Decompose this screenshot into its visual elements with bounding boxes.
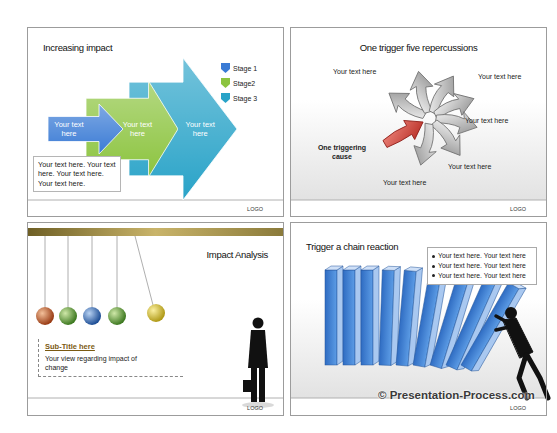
panel-title: One trigger five repercussions xyxy=(360,42,478,53)
footer-line xyxy=(291,200,546,201)
text-holder: One trigger five repercussions xyxy=(291,42,546,53)
legend-text: Stage 1 xyxy=(233,65,257,72)
repercussion-label: Your text here xyxy=(448,163,491,170)
pendulum-strings xyxy=(45,236,153,307)
repercussion-label: Your text here xyxy=(478,73,521,80)
text-holder: Sub-Title here xyxy=(45,342,177,351)
silhouette-head xyxy=(505,307,517,319)
arrow-text: Your text here xyxy=(120,120,156,139)
bullet-dot xyxy=(432,274,435,277)
copyright-watermark: © Presentation-Process.com xyxy=(378,389,535,401)
repercussion-label: Your text here xyxy=(333,68,376,75)
text-holder: LOGO xyxy=(510,405,526,411)
panel-title: Increasing impact xyxy=(43,42,112,53)
pendulum-ball xyxy=(59,307,77,325)
bullet-dot xyxy=(432,255,435,258)
trigger-arrow xyxy=(379,112,428,153)
bullet-text: Your text here. Your text here xyxy=(438,272,526,279)
arrow-shape xyxy=(48,104,123,154)
pendulum-bar xyxy=(28,228,283,236)
silhouette-body xyxy=(503,318,533,358)
legend-row: Stage2 xyxy=(221,78,255,88)
text-holder: Your text here. Your text here. Your tex… xyxy=(38,160,116,188)
swatch-shape xyxy=(221,63,230,73)
repercussion-label: Your text here xyxy=(465,117,508,124)
body-text: Your view regarding impact of change xyxy=(45,355,137,371)
businessman-silhouette xyxy=(243,318,268,403)
arrow-fill xyxy=(129,58,237,200)
legend-text: Stage 3 xyxy=(233,95,257,102)
domino xyxy=(325,266,343,365)
cause-label: One triggering cause xyxy=(312,143,372,161)
silhouette-head xyxy=(253,318,264,329)
legend-swatch xyxy=(221,93,230,103)
text-box: Your text here. Your text here. Your tex… xyxy=(33,156,121,192)
subtitle-text: Sub-Title here xyxy=(45,342,95,351)
legend-swatch xyxy=(221,78,230,88)
bullet-dot xyxy=(432,265,435,268)
pendulum-ball xyxy=(83,307,101,325)
legend-swatch xyxy=(221,63,230,73)
slide-panel: One trigger five repercussionsLOGO xyxy=(290,27,547,217)
footer-line xyxy=(28,200,283,201)
legend-text: Stage2 xyxy=(233,80,255,87)
swatch-shape xyxy=(221,78,230,88)
pendulum-ball xyxy=(108,307,126,325)
silhouette-leg xyxy=(259,367,265,402)
logo-text: LOGO xyxy=(247,206,263,212)
text-holder: LOGO xyxy=(247,206,263,212)
subtitle-box: Sub-Title hereYour view regarding impact… xyxy=(38,339,183,377)
silhouette-briefcase xyxy=(243,380,251,392)
pendulum-string xyxy=(135,236,153,305)
pendulum-ball xyxy=(36,307,54,325)
pendulum-string xyxy=(45,236,46,307)
text-holder: Your text here xyxy=(49,104,89,154)
silhouette-arm xyxy=(496,327,509,330)
text-holder: Your text here. Your text here xyxy=(432,271,532,281)
slide-panel: Trigger a chain reactionLOGO Your text he… xyxy=(290,222,547,416)
box-text: Your text here. Your text here. Your tex… xyxy=(38,160,116,188)
bullet-text: Your text here. Your text here xyxy=(438,252,526,259)
domino xyxy=(361,266,379,365)
repercussion-label: Your text here xyxy=(383,179,426,186)
text-holder: Your view regarding impact of change xyxy=(45,354,150,372)
pushing-man-silhouette xyxy=(496,307,548,398)
slide-panel: Increasing impactLOGOYour text hereYour … xyxy=(27,27,284,217)
text-holder: Your text here. Your text here xyxy=(432,261,532,271)
text-holder: LOGO xyxy=(510,206,526,212)
pendulum-string xyxy=(68,236,69,307)
logo-text: LOGO xyxy=(510,405,526,411)
text-holder: Trigger a chain reaction xyxy=(306,241,398,252)
silhouette-leg xyxy=(251,367,257,402)
text-holder: Your text here xyxy=(118,81,158,177)
legend-row: Stage 3 xyxy=(221,93,257,103)
pendulum-ball xyxy=(147,304,165,322)
pendulum-string xyxy=(117,236,118,307)
text-holder: Your text here. Your text here xyxy=(432,251,532,261)
legend-row: Stage 1 xyxy=(221,63,257,73)
text-holder: Increasing impact xyxy=(43,42,112,53)
stage-arrow: Your text here xyxy=(48,104,123,154)
silhouette-body xyxy=(248,330,268,368)
bullet-text: Your text here. Your text here xyxy=(438,262,526,269)
pinwheel xyxy=(379,69,479,168)
logo-text: LOGO xyxy=(247,405,263,411)
bullet-box: Your text here. Your text hereYour text … xyxy=(427,247,537,285)
text-holder: Your text here xyxy=(180,58,220,200)
logo-text: LOGO xyxy=(510,206,526,212)
panel-title: Impact Analysis xyxy=(207,249,269,260)
arrow-highlight xyxy=(129,58,237,200)
silhouette-arm xyxy=(496,316,507,322)
arrow-text: Your text here xyxy=(182,120,218,139)
domino xyxy=(343,266,361,365)
text-holder: LOGO xyxy=(247,405,263,411)
text-holder: Impact Analysis xyxy=(207,249,269,260)
slide-panel: Impact AnalysisLOGO Sub-Title hereYour vi… xyxy=(27,222,284,416)
pendulum-string xyxy=(92,236,93,307)
arrow-text: Your text here xyxy=(51,120,87,139)
footer-line xyxy=(28,398,283,399)
panel-title: Trigger a chain reaction xyxy=(306,241,398,252)
swatch-shape xyxy=(221,93,230,103)
